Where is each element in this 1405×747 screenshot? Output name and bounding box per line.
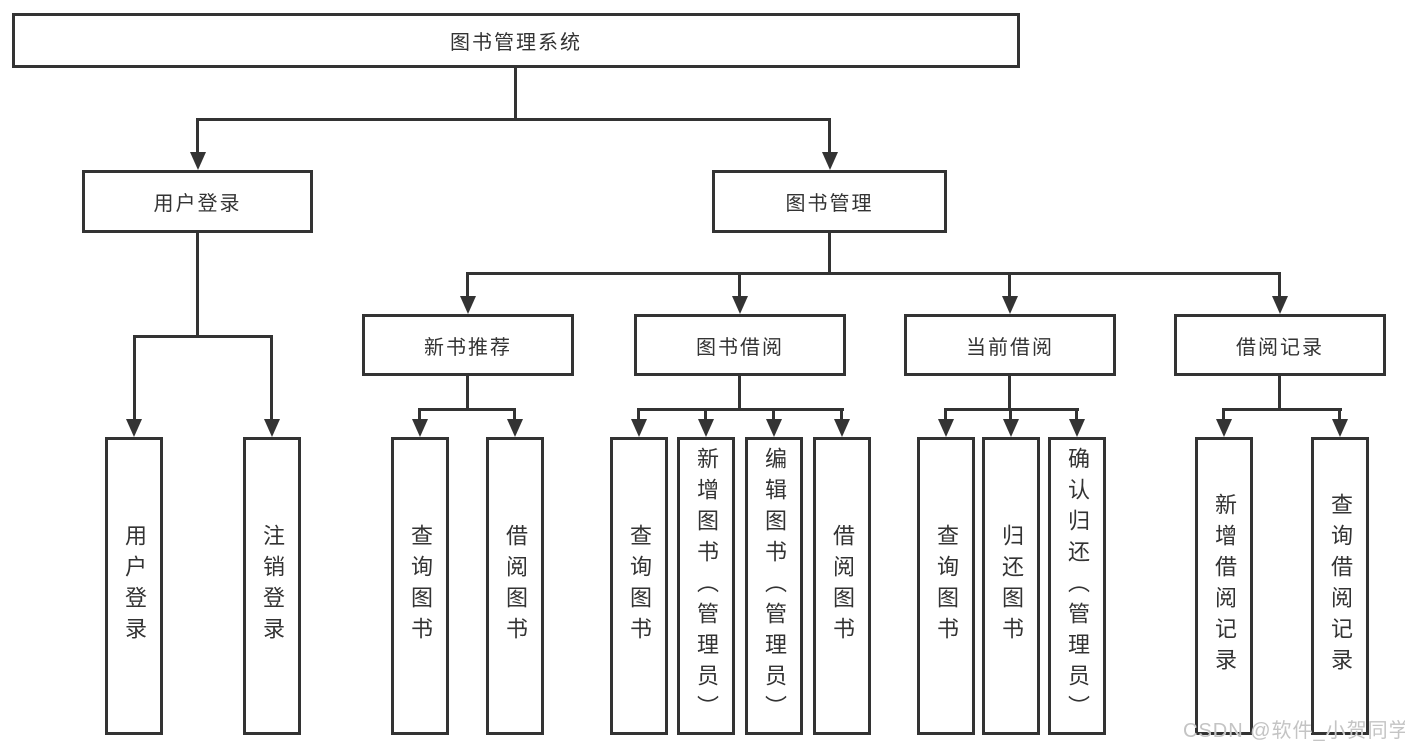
arrow-down-icon — [460, 296, 476, 314]
node-new-book-recommend: 新书推荐 — [362, 314, 574, 376]
arrow-down-icon — [190, 152, 206, 170]
connector-line — [738, 272, 741, 298]
connector-line — [637, 408, 844, 411]
connector-line — [704, 408, 707, 421]
leaf-user-login-label: 用户登录 — [122, 524, 147, 648]
connector-line — [270, 335, 273, 421]
connector-line — [133, 335, 136, 421]
node-book-management-label: 图书管理 — [785, 193, 874, 215]
arrow-down-icon — [1002, 296, 1018, 314]
node-book-management: 图书管理 — [712, 170, 947, 233]
connector-line — [1008, 272, 1011, 298]
connector-line — [1222, 408, 1225, 421]
leaf-return-book-label: 归还图书 — [999, 524, 1024, 648]
arrow-down-icon — [1272, 296, 1288, 314]
leaf-borrow-books-borrow: 借阅图书 — [813, 437, 871, 735]
leaf-user-login: 用户登录 — [105, 437, 163, 735]
leaf-confirm-return-admin: 确认归还（管理员） — [1048, 437, 1106, 735]
arrow-down-icon — [732, 296, 748, 314]
arrow-down-icon — [938, 419, 954, 437]
arrow-down-icon — [1069, 419, 1085, 437]
connector-line — [1009, 408, 1012, 421]
leaf-add-borrow-record: 新增借阅记录 — [1195, 437, 1253, 735]
leaf-query-books-current: 查询图书 — [917, 437, 975, 735]
connector-line — [1222, 408, 1342, 411]
leaf-logout: 注销登录 — [243, 437, 301, 735]
node-book-borrow-label: 图书借阅 — [696, 336, 784, 359]
leaf-add-borrow-record-label: 新增借阅记录 — [1212, 493, 1237, 679]
arrow-down-icon — [1003, 419, 1019, 437]
leaf-query-borrow-record: 查询借阅记录 — [1311, 437, 1369, 735]
arrow-down-icon — [126, 419, 142, 437]
node-root: 图书管理系统 — [12, 13, 1020, 68]
arrow-down-icon — [264, 419, 280, 437]
node-book-borrow: 图书借阅 — [634, 314, 846, 376]
leaf-borrow-books-borrow-label: 借阅图书 — [830, 524, 855, 648]
leaf-logout-label: 注销登录 — [260, 524, 285, 648]
connector-line — [196, 233, 199, 337]
leaf-edit-book-admin-label: 编辑图书（管理员） — [762, 446, 787, 726]
connector-line — [514, 68, 517, 118]
leaf-borrow-books-recommend: 借阅图书 — [486, 437, 544, 735]
connector-line — [772, 408, 775, 421]
connector-line — [840, 408, 843, 421]
connector-line — [944, 408, 947, 421]
connector-line — [1008, 376, 1011, 411]
connector-line — [466, 376, 469, 411]
node-borrow-records-label: 借阅记录 — [1236, 336, 1324, 359]
leaf-query-books-borrow: 查询图书 — [610, 437, 668, 735]
connector-line — [418, 408, 516, 411]
csdn-watermark: CSDN @软件_小贺同学 — [1183, 720, 1405, 742]
leaf-add-book-admin: 新增图书（管理员） — [677, 437, 735, 735]
leaf-borrow-books-recommend-label: 借阅图书 — [503, 524, 528, 648]
connector-line — [418, 408, 421, 421]
connector-line — [196, 118, 831, 121]
arrow-down-icon — [834, 419, 850, 437]
connector-line — [1338, 408, 1341, 421]
leaf-edit-book-admin: 编辑图书（管理员） — [745, 437, 803, 735]
connector-line — [513, 408, 516, 421]
arrow-down-icon — [822, 152, 838, 170]
leaf-query-books-recommend-label: 查询图书 — [408, 524, 433, 648]
connector-line — [1278, 272, 1281, 298]
node-borrow-records: 借阅记录 — [1174, 314, 1386, 376]
arrow-down-icon — [631, 419, 647, 437]
leaf-query-books-borrow-label: 查询图书 — [627, 524, 652, 648]
arrow-down-icon — [507, 419, 523, 437]
connector-line — [466, 272, 469, 298]
connector-line — [738, 376, 741, 411]
connector-line — [1075, 408, 1078, 421]
arrow-down-icon — [698, 419, 714, 437]
connector-line — [196, 118, 199, 154]
leaf-query-books-current-label: 查询图书 — [934, 524, 959, 648]
arrow-down-icon — [1216, 419, 1232, 437]
arrow-down-icon — [412, 419, 428, 437]
node-root-label: 图书管理系统 — [450, 32, 582, 54]
node-user-login: 用户登录 — [82, 170, 313, 233]
connector-line — [828, 233, 831, 275]
leaf-add-book-admin-label: 新增图书（管理员） — [694, 446, 719, 726]
node-current-borrow-label: 当前借阅 — [966, 336, 1054, 359]
leaf-query-books-recommend: 查询图书 — [391, 437, 449, 735]
connector-line — [828, 118, 831, 154]
leaf-return-book: 归还图书 — [982, 437, 1040, 735]
node-new-book-recommend-label: 新书推荐 — [424, 336, 512, 359]
connector-line — [1278, 376, 1281, 411]
arrow-down-icon — [766, 419, 782, 437]
leaf-confirm-return-admin-label: 确认归还（管理员） — [1065, 446, 1090, 726]
connector-line — [133, 335, 273, 338]
connector-line — [637, 408, 640, 421]
node-user-login-label: 用户登录 — [153, 193, 242, 215]
leaf-query-borrow-record-label: 查询借阅记录 — [1328, 493, 1353, 679]
node-current-borrow: 当前借阅 — [904, 314, 1116, 376]
connector-line — [466, 272, 1281, 275]
arrow-down-icon — [1332, 419, 1348, 437]
